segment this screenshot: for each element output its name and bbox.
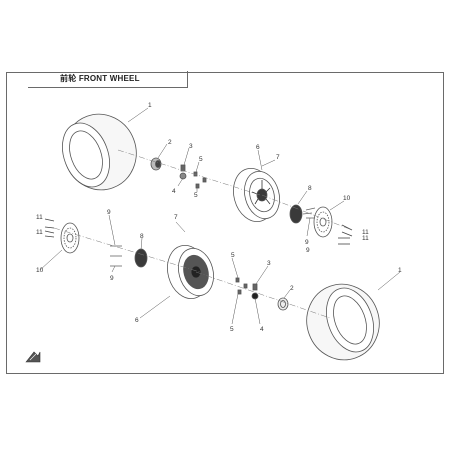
callout-9: 9 [305, 239, 309, 246]
callout-11: 11 [362, 235, 369, 242]
callout-4: 4 [260, 326, 264, 333]
leader-lines [39, 107, 401, 325]
tire-lower [306, 283, 380, 361]
callout-7: 7 [276, 154, 280, 161]
callout-2: 2 [168, 139, 172, 146]
washer-upper [179, 172, 187, 180]
callout-11: 11 [36, 229, 43, 236]
callout-4: 4 [172, 188, 176, 195]
spacers-upper [193, 171, 207, 189]
callout-9: 9 [107, 209, 111, 216]
callout-2: 2 [290, 285, 294, 292]
front-direction-arrow-icon [25, 351, 41, 363]
spacers-lower [235, 277, 248, 295]
cap-nut-lower [277, 297, 289, 311]
disc-bolts-left [44, 218, 55, 238]
callout-6: 6 [135, 317, 139, 324]
callout-9: 9 [306, 247, 310, 254]
callout-10: 10 [343, 195, 351, 202]
callout-7: 7 [174, 214, 178, 221]
rim-lower [167, 245, 214, 299]
studs-upper [302, 207, 316, 219]
callout-6: 6 [256, 144, 260, 151]
cap-nut-upper [150, 157, 162, 171]
brake-disc-upper [313, 206, 333, 238]
tire-upper [62, 113, 137, 191]
hub-upper [289, 204, 303, 224]
title-box [28, 71, 188, 88]
callout-3: 3 [267, 260, 271, 267]
callout-5: 5 [199, 156, 203, 163]
diagram-title: 前轮 FRONT WHEEL [60, 74, 140, 83]
studs-lower [110, 245, 122, 267]
callout-8: 8 [140, 233, 144, 240]
callout-11: 11 [36, 214, 43, 221]
disc-bolts-right [338, 224, 353, 245]
bolt-upper [180, 164, 186, 172]
callout-3: 3 [189, 143, 193, 150]
callout-5: 5 [230, 326, 234, 333]
rim-upper [233, 168, 280, 222]
callout-11: 11 [362, 229, 369, 236]
callout-8: 8 [308, 185, 312, 192]
axis-lines [53, 149, 353, 319]
diagram-frame [6, 72, 444, 374]
bolt-lower [252, 283, 258, 291]
callout-1: 1 [398, 267, 402, 274]
brake-disc-lower [60, 222, 80, 254]
callout-9: 9 [110, 275, 114, 282]
callout-1: 1 [148, 102, 152, 109]
callout-5: 5 [194, 192, 198, 199]
hub-lower [134, 248, 148, 268]
callout-5: 5 [231, 252, 235, 259]
callout-10: 10 [36, 267, 44, 274]
